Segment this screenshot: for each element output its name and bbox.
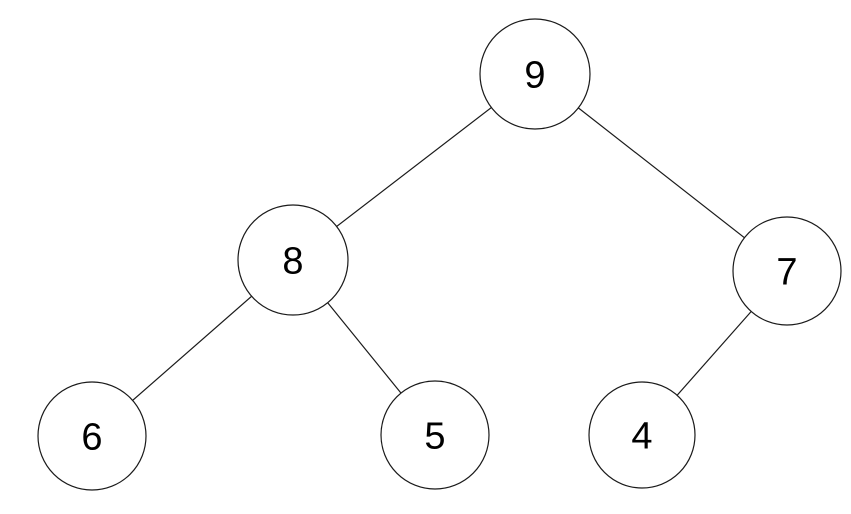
tree-node-6: 6	[37, 381, 147, 491]
tree-node-circle-6	[37, 381, 147, 491]
tree-node-label-8: 8	[282, 240, 303, 282]
tree-node-circle-7	[732, 216, 842, 326]
tree-node-circle-5	[380, 380, 490, 490]
tree-node-label-6: 6	[81, 416, 102, 458]
nodes-layer: 9 8 7 6 5 4	[37, 18, 842, 491]
tree-node-label-9: 9	[524, 54, 545, 96]
tree-node-7: 7	[732, 216, 842, 326]
tree-node-9: 9	[479, 18, 591, 130]
tree-node-circle-4	[588, 381, 696, 489]
tree-node-label-7: 7	[776, 251, 797, 293]
tree-node-circle-8	[237, 204, 349, 316]
tree-node-8: 8	[237, 204, 349, 316]
tree-node-label-5: 5	[424, 415, 445, 457]
tree-node-circle-9	[479, 18, 591, 130]
tree-node-4: 4	[588, 381, 696, 489]
tree-node-label-4: 4	[631, 415, 652, 457]
tree-node-5: 5	[380, 380, 490, 490]
